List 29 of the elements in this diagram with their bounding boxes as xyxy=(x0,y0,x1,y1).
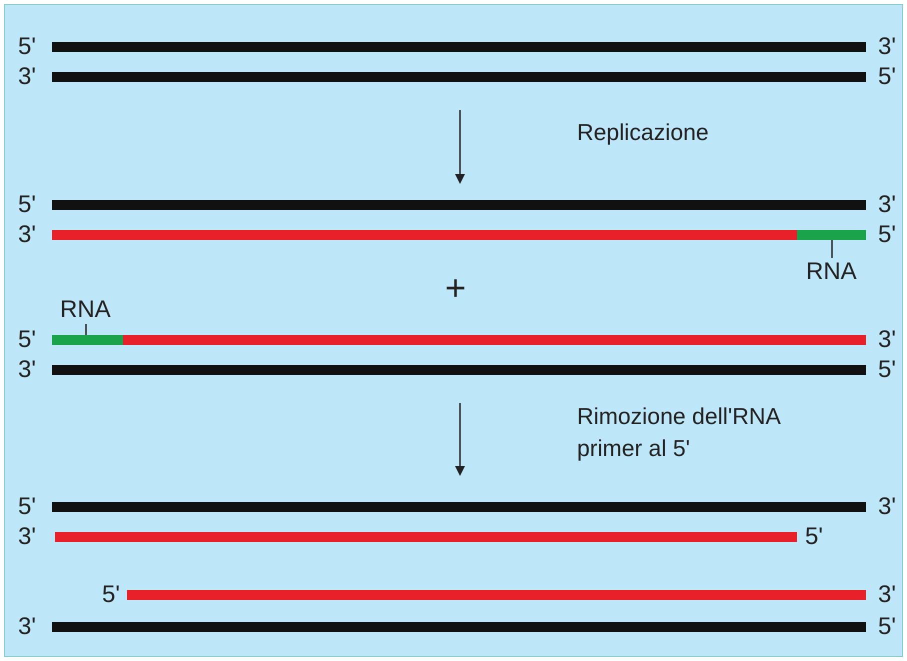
strand-end-label: 3' xyxy=(18,613,36,641)
strand-end-label: 3' xyxy=(18,523,36,551)
strand-end-label: 3' xyxy=(18,356,36,384)
strand-end-label: 3' xyxy=(18,63,36,91)
step-label: Rimozione dell'RNA primer al 5' xyxy=(577,402,782,463)
strand-end-label: 5' xyxy=(878,356,896,384)
strand-end-label: 3' xyxy=(878,33,896,61)
plus-sign: + xyxy=(445,268,466,308)
strand-end-label: 3' xyxy=(878,581,896,609)
strand-end-label: 5' xyxy=(878,221,896,249)
strand-end-label: 5' xyxy=(18,191,36,219)
step-label: Replicazione xyxy=(577,118,710,147)
strand-end-label: 5' xyxy=(18,33,36,61)
strand-end-label: 5' xyxy=(18,493,36,521)
strand-end-label: 5' xyxy=(805,523,823,551)
strand-end-label: 5' xyxy=(878,63,896,91)
strand-end-label: 3' xyxy=(18,221,36,249)
strand-end-label: 5' xyxy=(878,613,896,641)
rna-primer-bar xyxy=(52,335,123,345)
leader-line xyxy=(831,240,833,258)
rna-primer-bar xyxy=(797,230,866,240)
strand-end-label: 3' xyxy=(878,493,896,521)
strand-end-label: 5' xyxy=(102,581,120,609)
strand-end-label: 3' xyxy=(878,191,896,219)
strand-end-label: 5' xyxy=(18,326,36,354)
strand-end-label: 3' xyxy=(878,326,896,354)
leader-line xyxy=(85,324,87,335)
rna-label: RNA xyxy=(806,258,857,286)
rna-label: RNA xyxy=(60,296,111,324)
